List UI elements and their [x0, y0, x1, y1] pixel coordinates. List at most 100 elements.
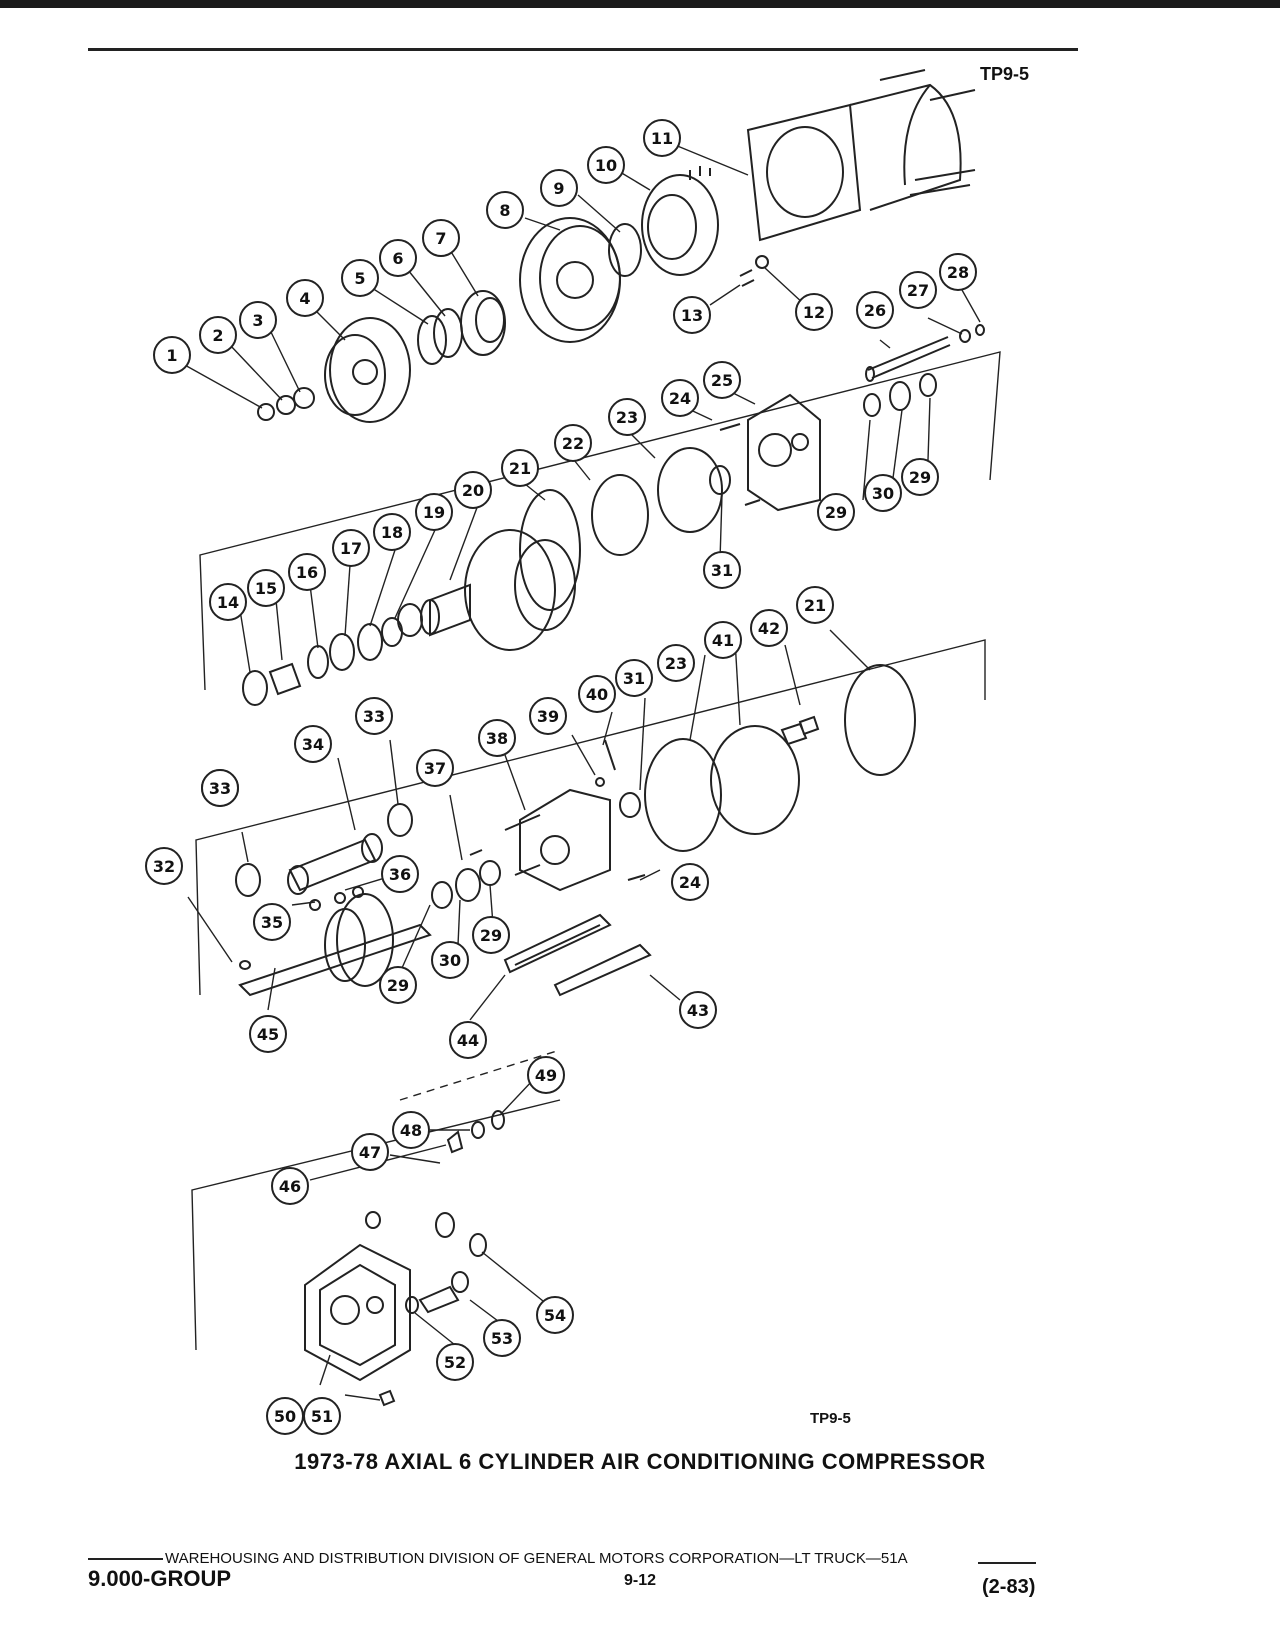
- parts-bottom-group: [304, 1110, 505, 1407]
- callout-label-31: 31: [711, 561, 733, 580]
- callout-circle-48: [392, 1111, 430, 1149]
- callout-label-42: 42: [758, 619, 780, 638]
- callout-circle-29: [817, 493, 855, 531]
- callout-circle-20: [454, 471, 492, 509]
- callout-label-33: 33: [363, 707, 385, 726]
- callout-label-29: 29: [825, 503, 847, 522]
- page-number: 9-12: [623, 1572, 657, 1589]
- callout-label-17: 17: [340, 539, 362, 558]
- callout-circle-33: [201, 769, 239, 807]
- callout-circle-15: [247, 569, 285, 607]
- callout-circle-4: [286, 279, 324, 317]
- callout-circle-5: [341, 259, 379, 297]
- header-rule: [88, 48, 1078, 51]
- callout-label-3: 3: [252, 311, 263, 330]
- callout-circle-44: [449, 1021, 487, 1059]
- callout-label-15: 15: [255, 579, 277, 598]
- callout-label-4: 4: [299, 289, 310, 308]
- callout-circle-23: [608, 398, 646, 436]
- callout-label-30: 30: [439, 951, 461, 970]
- callout-circle-43: [679, 991, 717, 1029]
- callout-circle-32: [145, 847, 183, 885]
- callout-label-18: 18: [381, 523, 403, 542]
- callout-circle-29: [901, 458, 939, 496]
- callout-circle-46: [271, 1167, 309, 1205]
- revision-date: (2-83): [982, 1576, 1036, 1598]
- callout-circle-36: [381, 855, 419, 893]
- callout-label-6: 6: [392, 249, 403, 268]
- callout-circle-24: [671, 863, 709, 901]
- callout-circle-27: [899, 271, 937, 309]
- parts-third-row: [235, 739, 652, 997]
- footer-publisher: WAREHOUSING AND DISTRIBUTION DIVISION OF…: [165, 1550, 908, 1567]
- callout-circle-14: [209, 583, 247, 621]
- callout-label-36: 36: [389, 865, 411, 884]
- callout-label-48: 48: [400, 1121, 422, 1140]
- callout-label-53: 53: [491, 1329, 513, 1348]
- callout-label-47: 47: [359, 1143, 381, 1162]
- callout-label-7: 7: [435, 229, 446, 248]
- callout-circle-31: [703, 551, 741, 589]
- callout-label-2: 2: [212, 326, 223, 345]
- callout-circle-33: [355, 697, 393, 735]
- callout-label-11: 11: [651, 129, 673, 148]
- callout-label-5: 5: [354, 269, 365, 288]
- callout-label-33: 33: [209, 779, 231, 798]
- callout-circle-10: [587, 146, 625, 184]
- callout-circle-29: [472, 916, 510, 954]
- callout-label-41: 41: [712, 631, 734, 650]
- callout-label-34: 34: [302, 735, 324, 754]
- callout-circle-22: [554, 424, 592, 462]
- callout-label-35: 35: [261, 913, 283, 932]
- parts-second-row: [242, 324, 985, 852]
- callout-circle-3: [239, 301, 277, 339]
- callout-label-23: 23: [665, 654, 687, 673]
- revision-rule: [978, 1562, 1036, 1564]
- callout-circle-25: [703, 361, 741, 399]
- callout-circle-18: [373, 513, 411, 551]
- callout-label-16: 16: [296, 563, 318, 582]
- callout-circle-2: [199, 316, 237, 354]
- callout-circle-26: [856, 291, 894, 329]
- callout-label-19: 19: [423, 503, 445, 522]
- callout-label-14: 14: [217, 593, 239, 612]
- callout-label-13: 13: [681, 306, 703, 325]
- callout-label-49: 49: [535, 1066, 557, 1085]
- callout-circle-52: [436, 1343, 474, 1381]
- callout-circle-9: [540, 169, 578, 207]
- callout-label-28: 28: [947, 263, 969, 282]
- callout-circle-49: [527, 1056, 565, 1094]
- callout-label-39: 39: [537, 707, 559, 726]
- callout-circle-42: [750, 609, 788, 647]
- callout-label-29: 29: [909, 468, 931, 487]
- callout-label-22: 22: [562, 434, 584, 453]
- callout-circle-37: [416, 749, 454, 787]
- callout-circle-30: [431, 941, 469, 979]
- callout-label-29: 29: [387, 976, 409, 995]
- footer-publisher-line: WAREHOUSING AND DISTRIBUTION DIVISION OF…: [88, 1550, 908, 1567]
- callout-label-9: 9: [553, 179, 564, 198]
- callout-circle-29: [379, 966, 417, 1004]
- callout-label-21: 21: [509, 459, 531, 478]
- callout-circle-54: [536, 1296, 574, 1334]
- callout-circle-38: [478, 719, 516, 757]
- callout-label-32: 32: [153, 857, 175, 876]
- callout-circle-19: [415, 493, 453, 531]
- callout-label-8: 8: [499, 201, 510, 220]
- figure-id-top: TP9-5: [980, 64, 1030, 84]
- callout-label-50: 50: [274, 1407, 296, 1426]
- callout-bubbles: 1234567891011121314151617181920212223242…: [145, 119, 977, 1435]
- callout-label-23: 23: [616, 408, 638, 427]
- callout-label-10: 10: [595, 156, 617, 175]
- callout-label-45: 45: [257, 1025, 279, 1044]
- callout-circle-31: [615, 659, 653, 697]
- callout-label-30: 30: [872, 484, 894, 503]
- callout-circle-21: [796, 586, 834, 624]
- figure-caption: 1973-78 AXIAL 6 CYLINDER AIR CONDITIONIN…: [294, 1449, 986, 1474]
- callout-circle-6: [379, 239, 417, 277]
- callout-label-52: 52: [444, 1353, 466, 1372]
- callout-label-27: 27: [907, 281, 929, 300]
- callout-label-20: 20: [462, 481, 484, 500]
- callout-circle-35: [253, 903, 291, 941]
